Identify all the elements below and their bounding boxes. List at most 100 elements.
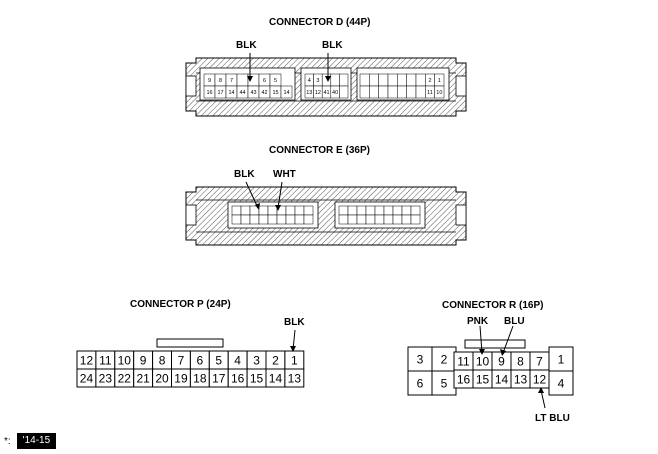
connector-e-pin-box: [365, 205, 376, 216]
connector-d-pin: 10: [436, 90, 442, 96]
connector-p-title: CONNECTOR P (24P): [130, 299, 231, 310]
connector-r-wire-ltblu: LT BLU: [535, 413, 570, 424]
connector-r-pin: 9: [498, 354, 505, 368]
connector-p-pin: 20: [155, 371, 169, 385]
connector-r-pin: 3: [417, 352, 424, 366]
connector-p-pin-box: [284, 368, 305, 388]
connector-e-pin-box: [410, 205, 421, 216]
connector-e-pointer-blk: [245, 181, 259, 209]
connector-e-arrowhead-blk: [255, 203, 260, 210]
connector-p-pin: 2: [272, 353, 279, 367]
connector-e-pin-box: [338, 205, 349, 216]
connector-e-pin-box: [267, 214, 278, 225]
connector-r-pointer-pnk: [479, 325, 483, 354]
connector-r-pin: 12: [533, 372, 547, 386]
connector-d-pin-box: [359, 73, 370, 87]
connector-p-pin: 10: [118, 353, 132, 367]
connector-d-pin-box: [236, 73, 249, 87]
connector-p-pin: 9: [140, 353, 147, 367]
connector-d-pin: 8: [219, 78, 222, 84]
connector-e-pin-box: [303, 214, 314, 225]
connector-p-wire-blk: BLK: [284, 317, 305, 328]
connector-e-pin-box: [249, 214, 260, 225]
connector-d-pin: 42: [261, 90, 267, 96]
connector-d-pin: 3: [316, 78, 319, 84]
connector-p-pin: 8: [159, 353, 166, 367]
connector-e-pin-box: [383, 205, 394, 216]
connector-r-arrowhead-blu: [500, 349, 506, 356]
connector-r-wire-blu: BLU: [504, 316, 525, 327]
connector-d-pin: 7: [230, 78, 233, 84]
connector-r-pin-box: [407, 346, 433, 372]
connector-r-pin: 16: [457, 372, 471, 386]
connector-d-pin-box: [406, 85, 417, 99]
connector-r-pin: 10: [476, 354, 490, 368]
connector-e-pin-box: [392, 214, 403, 225]
connector-e-pin-box: [347, 205, 358, 216]
connector-d-pin-box: [415, 73, 426, 87]
connector-d-pin: 14: [228, 90, 234, 96]
connector-d-pin-box: [378, 85, 389, 99]
connector-p-arrowhead: [290, 346, 296, 352]
connector-e-pin-box: [347, 214, 358, 225]
connector-p-pin: 17: [212, 371, 226, 385]
connector-e-pin-box: [240, 205, 251, 216]
connector-r-pointer-blu: [502, 325, 514, 354]
connector-d-pin-box: [397, 73, 407, 87]
connector-d-pin-box: [378, 73, 389, 87]
connector-e-wire-wht: WHT: [273, 169, 296, 180]
connector-e-pin-box: [285, 205, 296, 216]
connector-d-pin: 6: [263, 78, 266, 84]
connector-d-pin: 11: [427, 90, 433, 96]
connector-e-pin-box: [365, 214, 376, 225]
connector-e-pin-box: [258, 214, 269, 225]
model-year-note: *: '14-15: [4, 433, 57, 449]
connector-e-pin-box: [276, 214, 287, 225]
connector-d-pin-box: [321, 73, 332, 87]
connector-p-pin: 11: [99, 353, 112, 367]
connector-e-pin-box: [338, 214, 349, 225]
connector-p-pin: 19: [174, 371, 188, 385]
connector-r-title: CONNECTOR R (16P): [442, 300, 544, 311]
connector-p-pin: 12: [80, 353, 94, 367]
connector-d-pin: 5: [274, 78, 277, 84]
model-year-badge: '14-15: [16, 433, 57, 449]
connector-d-pin: 13: [306, 90, 312, 96]
connector-e-pin-box: [258, 205, 269, 216]
connector-d-pin: 17: [217, 90, 223, 96]
connector-p-pin: 14: [269, 371, 283, 385]
connector-d-pin: 14: [283, 90, 289, 96]
note-marker: *:: [4, 435, 11, 447]
connector-d-pin-box: [387, 73, 398, 87]
connector-d-pin-box: [397, 85, 407, 99]
connector-r-pin: 5: [441, 376, 448, 390]
connector-r-pin: 6: [417, 376, 424, 390]
connector-e-pin-box: [303, 205, 314, 216]
connector-p-pin: 16: [231, 371, 245, 385]
connector-r-pin-box: [407, 370, 433, 396]
connector-r-pin-box: [548, 370, 574, 396]
connector-d-pin-box: [369, 73, 379, 87]
connector-e-pin-box: [374, 214, 385, 225]
connector-d-pin-box: [434, 85, 445, 99]
connector-e-pin-box: [294, 205, 305, 216]
connector-d-pin: 9: [208, 78, 211, 84]
connector-e-pin-box: [356, 214, 367, 225]
connector-p-pin: 7: [178, 353, 185, 367]
connector-e-pin-box: [285, 214, 296, 225]
connector-d-pin-box: [406, 73, 417, 87]
connector-e-body: [185, 186, 467, 246]
connector-e-pin-box: [267, 205, 278, 216]
connector-e-pin-box: [374, 205, 385, 216]
connector-r-pin: 13: [514, 372, 528, 386]
connector-p-pin: 13: [288, 371, 302, 385]
connector-d-pin: 15: [272, 90, 278, 96]
connector-p-pin: 23: [99, 371, 113, 385]
connector-p-pin: 6: [197, 353, 204, 367]
connector-p-pin: 18: [193, 371, 207, 385]
connector-r-pin: 14: [495, 372, 509, 386]
connector-e-title: CONNECTOR E (36P): [269, 145, 370, 156]
